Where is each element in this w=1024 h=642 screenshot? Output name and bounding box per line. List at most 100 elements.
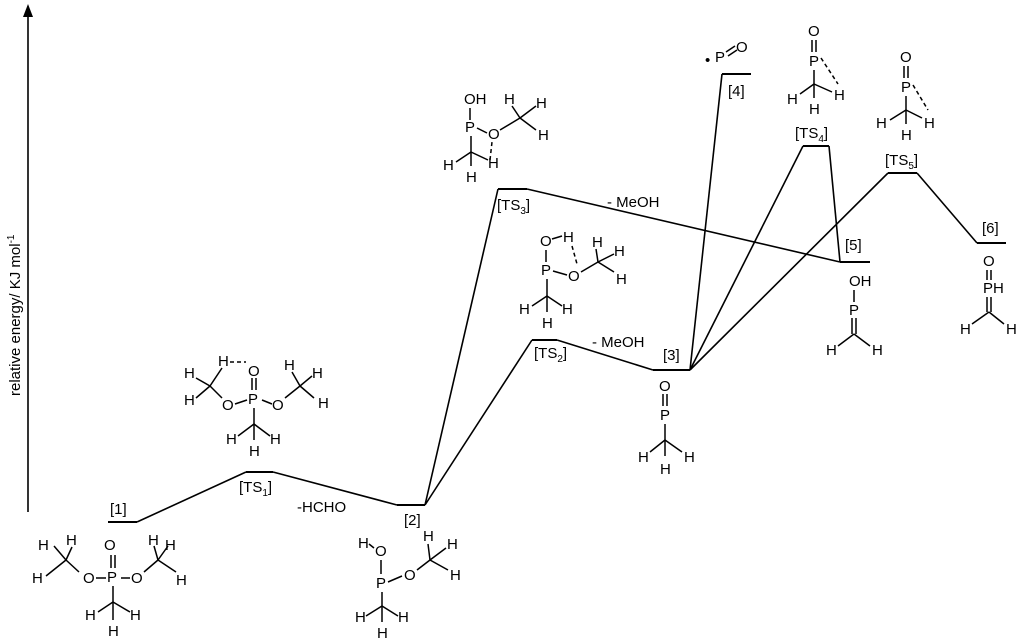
- svg-text:H: H: [312, 365, 323, 382]
- path-ts3-5: [526, 188, 841, 263]
- svg-text:H: H: [872, 342, 883, 359]
- state-label-2: [2]: [404, 512, 421, 529]
- svg-text:O: O: [248, 363, 260, 380]
- svg-text:H: H: [165, 537, 176, 554]
- svg-text:O: O: [983, 253, 995, 270]
- path-ts5-6: [916, 172, 978, 244]
- svg-text:P: P: [376, 575, 386, 592]
- structure-ts5: O P H H H: [876, 49, 935, 144]
- path-ts4-5: [828, 145, 841, 263]
- svg-text:H: H: [249, 443, 260, 460]
- state-label-1: [1]: [110, 501, 127, 518]
- state-label-ts4: [TS4]: [795, 125, 828, 145]
- state-label-ts2: [TS2]: [534, 345, 567, 365]
- structure-1: O P O H H H O H H H H H H: [32, 532, 187, 640]
- svg-text:H: H: [38, 537, 49, 554]
- svg-text:O: O: [659, 378, 671, 395]
- loss-meoh-ts3-label: - MeOH: [607, 194, 660, 211]
- svg-text:H: H: [592, 234, 603, 251]
- svg-text:H: H: [536, 95, 547, 112]
- svg-text:PH: PH: [983, 280, 1004, 297]
- svg-text:OH: OH: [464, 91, 487, 108]
- svg-text:P: P: [849, 302, 859, 319]
- svg-text:H: H: [218, 353, 229, 370]
- state-label-ts1: [TS1]: [239, 479, 272, 499]
- svg-text:O: O: [404, 567, 416, 584]
- structure-5: OH P H H: [826, 273, 883, 359]
- svg-text:O: O: [736, 39, 748, 56]
- svg-text:O: O: [540, 233, 552, 250]
- svg-text:H: H: [542, 315, 553, 332]
- structure-ts4: O P H H H: [787, 23, 845, 118]
- svg-text:OH: OH: [849, 273, 872, 290]
- state-label-ts5: [TS5]: [885, 152, 918, 172]
- state-label-3: [3]: [663, 347, 680, 364]
- svg-text:P: P: [541, 262, 551, 279]
- svg-text:P: P: [901, 79, 911, 96]
- svg-text:H: H: [355, 609, 366, 626]
- svg-text:H: H: [184, 365, 195, 382]
- structure-ts3: OH P O H H H H H H: [443, 91, 549, 186]
- svg-text:P: P: [465, 119, 475, 136]
- svg-text:H: H: [32, 570, 43, 587]
- svg-text:H: H: [901, 127, 912, 144]
- svg-text:H: H: [834, 87, 845, 104]
- svg-text:H: H: [562, 301, 573, 318]
- energy-axis-arrowhead: [23, 4, 33, 17]
- svg-text:H: H: [809, 101, 820, 118]
- structure-4: • P O: [705, 39, 748, 69]
- svg-text:H: H: [284, 357, 295, 374]
- structure-3: O P H H H: [638, 378, 695, 478]
- svg-text:P: P: [107, 569, 117, 586]
- state-label-4: [4]: [728, 83, 745, 100]
- svg-text:O: O: [568, 268, 580, 285]
- svg-text:H: H: [519, 301, 530, 318]
- svg-text:O: O: [488, 126, 500, 143]
- path-1-ts1: [136, 471, 247, 523]
- y-axis-label: relative energy/ KJ mol-1: [6, 234, 24, 396]
- svg-text:H: H: [270, 431, 281, 448]
- path-3-ts5: [689, 172, 889, 371]
- state-label-5: [5]: [845, 237, 862, 254]
- state-label-ts3: [TS3]: [497, 197, 530, 217]
- svg-text:H: H: [960, 321, 971, 338]
- path-3-ts4: [689, 145, 804, 371]
- svg-text:H: H: [924, 115, 935, 132]
- svg-text:H: H: [504, 91, 515, 108]
- svg-text:H: H: [85, 607, 96, 624]
- structure-ts2: O H P O H H H H H H: [519, 229, 627, 332]
- svg-text:H: H: [398, 609, 409, 626]
- structure-6: O PH H H: [960, 253, 1017, 338]
- path-2-ts2: [424, 339, 533, 506]
- path-3-4: [689, 73, 723, 371]
- svg-text:H: H: [488, 155, 499, 172]
- svg-text:H: H: [108, 623, 119, 640]
- svg-text:H: H: [148, 532, 159, 549]
- svg-text:H: H: [318, 395, 329, 412]
- svg-text:O: O: [900, 49, 912, 66]
- svg-text:P: P: [715, 49, 725, 66]
- state-label-6: [6]: [982, 220, 999, 237]
- svg-text:O: O: [272, 397, 284, 414]
- svg-text:H: H: [787, 91, 798, 108]
- svg-text:H: H: [226, 431, 237, 448]
- svg-text:H: H: [538, 127, 549, 144]
- svg-text:H: H: [358, 535, 369, 552]
- svg-text:H: H: [684, 449, 695, 466]
- svg-text:O: O: [104, 537, 116, 554]
- path-ts1-2: [272, 471, 398, 506]
- svg-text:H: H: [450, 567, 461, 584]
- svg-text:H: H: [130, 607, 141, 624]
- svg-text:P: P: [660, 407, 670, 424]
- svg-text:H: H: [423, 528, 434, 545]
- svg-text:O: O: [131, 570, 143, 587]
- svg-text:•: •: [705, 52, 710, 69]
- svg-text:P: P: [809, 53, 819, 70]
- svg-text:P: P: [248, 391, 258, 408]
- svg-text:O: O: [222, 397, 234, 414]
- svg-text:H: H: [616, 271, 627, 288]
- path-2-ts3: [424, 188, 499, 506]
- svg-text:H: H: [466, 169, 477, 186]
- svg-text:H: H: [66, 532, 77, 549]
